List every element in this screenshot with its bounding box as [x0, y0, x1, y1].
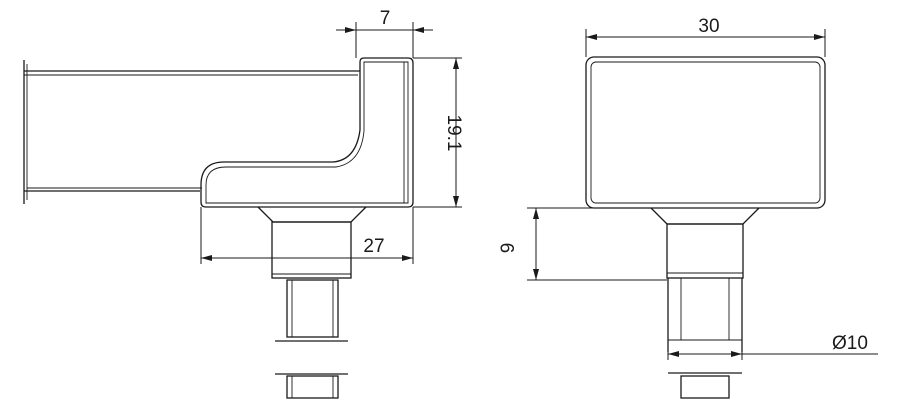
dimension-19-1: 19.1	[413, 57, 464, 208]
cylinder-body	[271, 221, 352, 279]
dimension-9: 9	[498, 207, 667, 281]
cylinder-body	[666, 223, 744, 279]
head-inner-outline	[590, 61, 821, 204]
dimension-label: 30	[698, 16, 719, 37]
bracket-inner-outline	[205, 61, 409, 204]
nut-body	[680, 375, 730, 399]
dimension-7: 7	[336, 8, 433, 58]
dimension-label: Ø10	[832, 333, 868, 354]
dimension-label: 19.1	[443, 115, 464, 152]
dimension-27: 27	[200, 207, 414, 264]
cone-taper	[257, 206, 367, 223]
head-outline	[585, 56, 826, 209]
side-view: 7 19.1 27	[23, 8, 464, 399]
dimension-label: 27	[363, 236, 384, 257]
stud-body	[286, 279, 339, 338]
bracket-outline	[200, 57, 414, 208]
cone-taper	[650, 207, 760, 225]
nut-body	[286, 375, 339, 399]
dimension-diameter-10: Ø10	[667, 333, 878, 360]
dimension-label: 9	[498, 243, 519, 254]
dimension-label: 7	[380, 8, 391, 29]
front-view: 30 9 Ø10	[498, 16, 878, 399]
dimension-30: 30	[585, 16, 826, 57]
